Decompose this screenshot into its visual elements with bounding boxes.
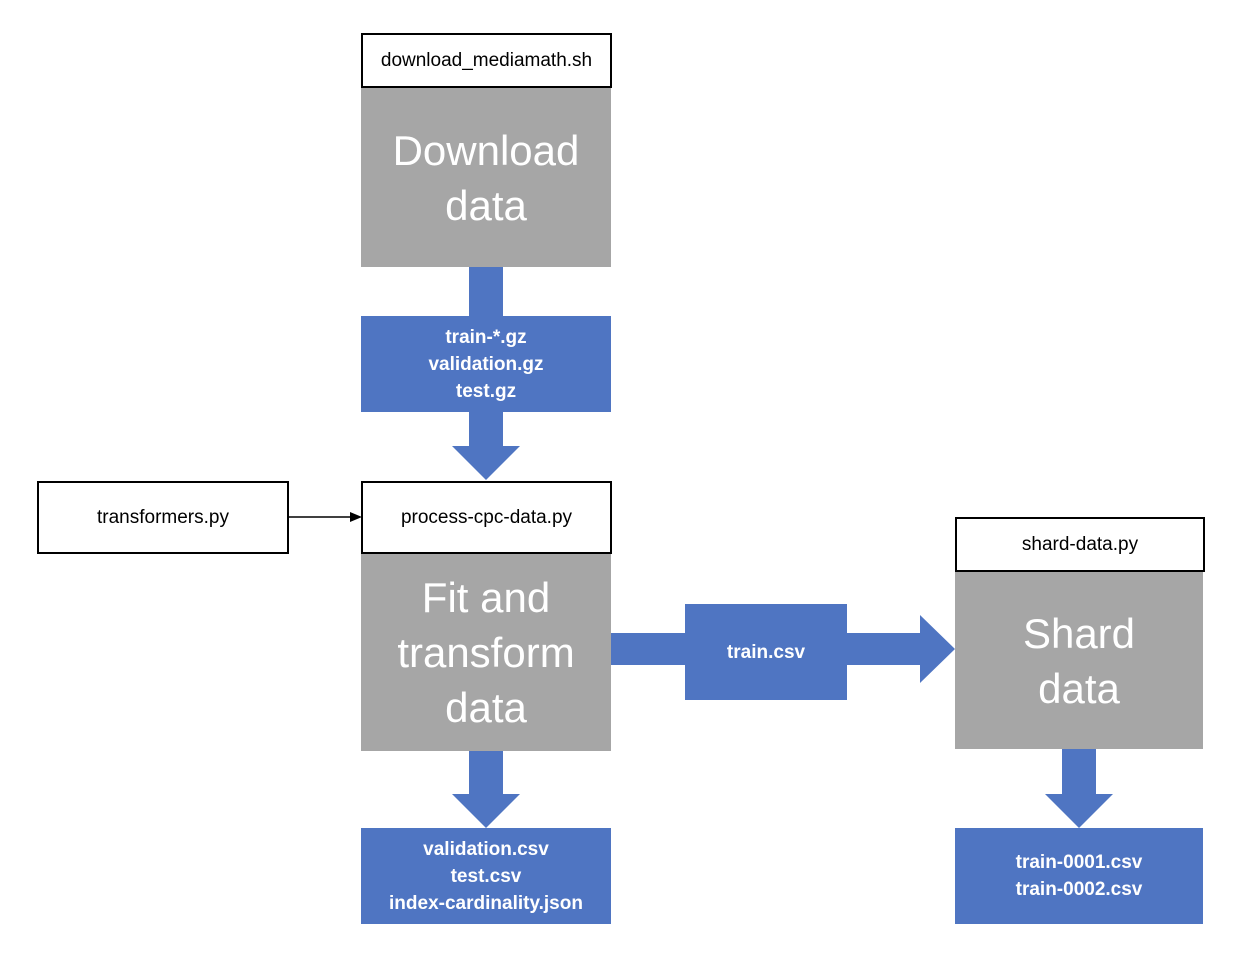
arrow-down-to-shard-outputs — [1045, 748, 1113, 828]
connector-shaft — [469, 266, 503, 318]
shard-script-box: shard-data.py — [955, 517, 1205, 572]
output-file: validation.csv — [423, 838, 549, 860]
transform-outputs-box: validation.csv test.csv index-cardinalit… — [361, 828, 611, 924]
connector-left-shaft — [610, 633, 690, 665]
output-file: train-0002.csv — [1015, 879, 1143, 900]
shard-script-label: shard-data.py — [1021, 533, 1139, 555]
output-file: train-*.gz — [445, 326, 527, 348]
train-csv-label: train.csv — [726, 641, 806, 663]
shard-step-box: Shard data — [955, 572, 1203, 749]
shard-outputs-box: train-0001.csv train-0002.csv — [955, 828, 1203, 924]
download-script-label: download_mediamath.sh — [380, 49, 593, 71]
download-step-box: Download data — [361, 88, 611, 267]
output-file: test.gz — [455, 380, 517, 402]
output-file: train-0001.csv — [1015, 852, 1143, 873]
download-step-line-2: data — [445, 181, 527, 229]
dependency-arrowhead — [350, 512, 362, 522]
arrow-right-to-shard — [842, 615, 955, 683]
transform-step-line-2: transform — [397, 629, 575, 676]
transform-step-line-1: Fit and — [421, 574, 551, 621]
arrow-down-to-process — [452, 410, 520, 480]
download-script-box: download_mediamath.sh — [361, 33, 612, 88]
transformers-script-box: transformers.py — [37, 481, 289, 554]
arrow-down-to-csv-outputs — [452, 750, 520, 828]
transformers-script-label: transformers.py — [97, 506, 229, 528]
shard-step-line-2: data — [1038, 664, 1120, 712]
output-file: validation.gz — [428, 353, 544, 375]
process-script-label: process-cpc-data.py — [400, 506, 573, 528]
shard-step-line-1: Shard — [1022, 609, 1136, 657]
transform-step-line-3: data — [445, 684, 527, 731]
download-outputs-box: train-*.gz validation.gz test.gz — [361, 316, 611, 412]
output-file: index-cardinality.json — [389, 892, 583, 914]
output-file: test.csv — [450, 865, 522, 887]
train-csv-box: train.csv — [685, 604, 847, 700]
download-step-line-1: Download — [392, 126, 580, 174]
transform-step-box: Fit and transform data — [361, 554, 611, 751]
process-script-box: process-cpc-data.py — [361, 481, 612, 554]
